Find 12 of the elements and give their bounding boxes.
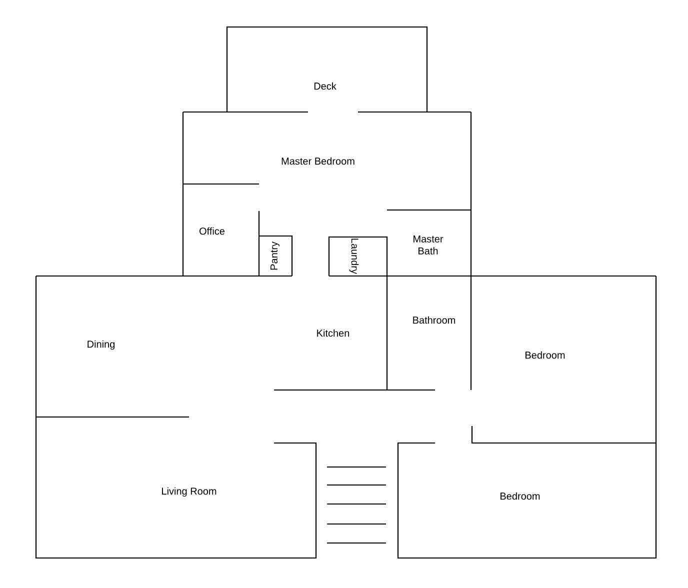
room-label: Office <box>200 227 225 235</box>
room-label: Bedroom <box>500 492 540 500</box>
room-label: Living Room <box>162 487 216 497</box>
room-label: Master Bedroom <box>282 157 354 165</box>
room-label: Pantry <box>270 242 280 270</box>
room-label: Deck <box>314 82 336 90</box>
room-label: Dining <box>88 340 115 350</box>
room-label: Bathroom <box>413 316 456 324</box>
room-label: Master Bath <box>414 236 444 254</box>
room-label: Laundry <box>349 238 359 274</box>
room-label: Kitchen <box>317 329 350 337</box>
room-label: Bedroom <box>526 351 565 359</box>
